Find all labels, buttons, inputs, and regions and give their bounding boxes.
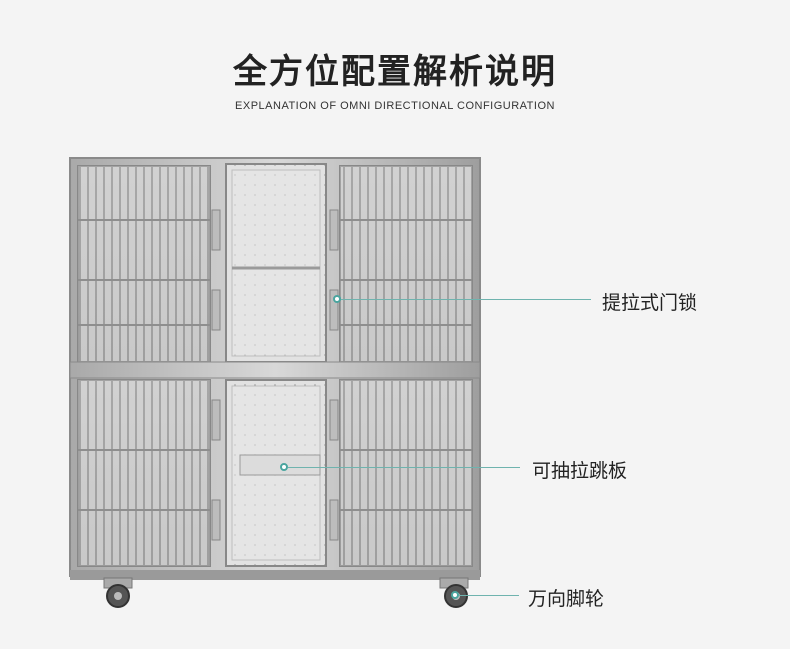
caster-leader-line: [459, 595, 519, 596]
caster-marker: [451, 591, 459, 599]
left-caster: [103, 577, 133, 608]
latch-leader-line: [341, 299, 591, 300]
cage-photo: [69, 157, 481, 608]
bottom-row: [77, 379, 473, 567]
latch-marker: [333, 295, 341, 303]
platform-marker: [280, 463, 288, 471]
callout-door-latch: 提拉式门锁: [602, 292, 698, 314]
page-title: 全方位配置解析说明: [233, 52, 557, 92]
page-subtitle: EXPLANATION OF OMNI DIRECTIONAL CONFIGUR…: [235, 100, 555, 112]
top-row: [77, 163, 473, 363]
platform-leader-line: [288, 467, 520, 468]
callout-pull-out-platform: 可抽拉跳板: [532, 460, 628, 482]
callout-casters: 万向脚轮: [528, 588, 605, 610]
